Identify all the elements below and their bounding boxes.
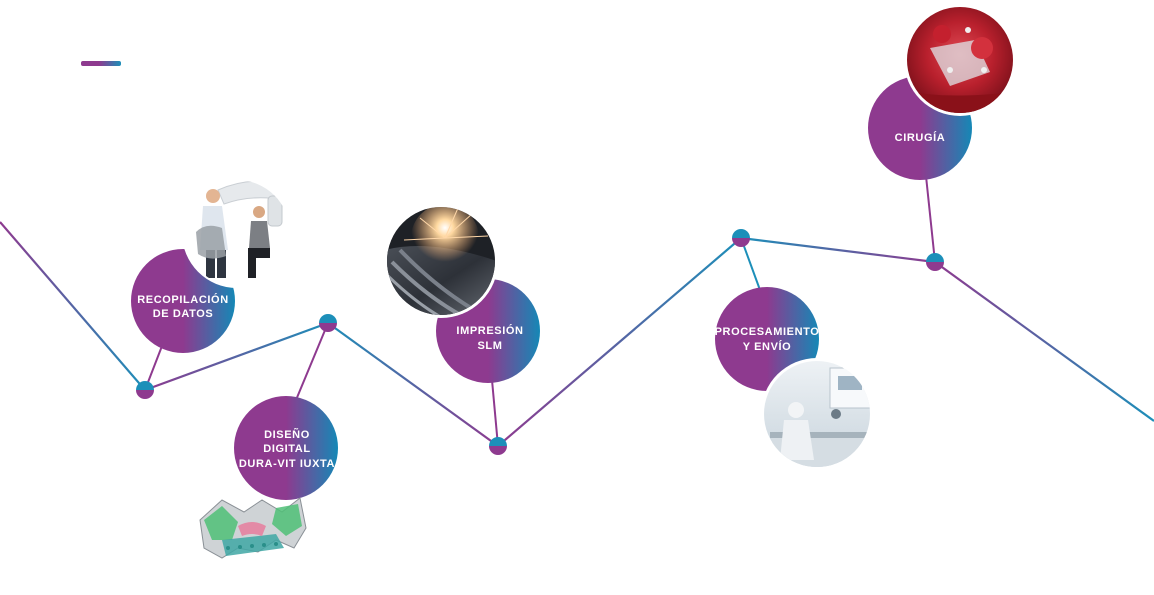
step-label-line: Y ENVÍO bbox=[743, 340, 792, 353]
step-cirugia: CIRUGÍA bbox=[868, 4, 1016, 180]
surgery-photo bbox=[904, 4, 1016, 116]
step-label-line: IMPRESIÓN bbox=[456, 324, 523, 337]
step-label-line: RECOPILACIÓN bbox=[137, 293, 229, 306]
step-circle bbox=[234, 396, 338, 500]
step-label-line: SLM bbox=[477, 340, 502, 352]
timeline-path bbox=[0, 221, 1154, 447]
patient-scan-photo bbox=[182, 178, 292, 288]
laser-printing-photo bbox=[384, 204, 498, 318]
step-label-line: DIGITAL bbox=[263, 443, 310, 455]
node-recopilacion bbox=[136, 381, 154, 399]
step-label-line: DE DATOS bbox=[153, 308, 214, 320]
step-label-line: DURA-VIT IUXTA bbox=[239, 458, 335, 470]
accent-bar bbox=[81, 61, 121, 66]
node-diseno bbox=[319, 314, 337, 332]
step-label-line: CIRUGÍA bbox=[895, 131, 946, 144]
timeline-nodes bbox=[136, 229, 944, 455]
step-label-line: DISEÑO bbox=[264, 428, 310, 441]
node-impresion bbox=[489, 437, 507, 455]
step-diseno: DISEÑO DIGITAL DURA-VIT IUXTA bbox=[199, 396, 338, 559]
cleanroom-photo bbox=[761, 358, 873, 470]
step-impresion: IMPRESIÓN SLM bbox=[384, 204, 540, 383]
implant-3d-model bbox=[199, 497, 307, 559]
step-recopilacion: RECOPILACIÓN DE DATOS bbox=[131, 178, 292, 353]
node-procesamiento bbox=[732, 229, 750, 247]
step-procesamiento: PROCESAMIENTO Y ENVÍO bbox=[715, 287, 873, 470]
step-label-line: PROCESAMIENTO bbox=[715, 326, 820, 338]
node-cirugia bbox=[926, 253, 944, 271]
